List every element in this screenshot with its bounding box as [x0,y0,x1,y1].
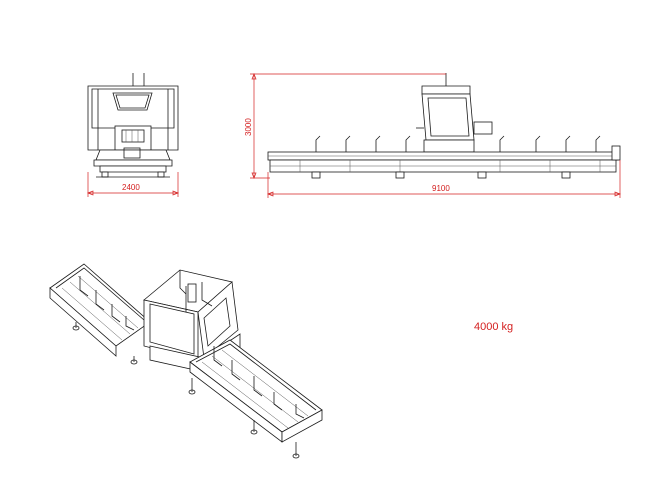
dimension-front-length: 9100 [267,160,621,198]
side-view [87,73,179,178]
isometric-view [49,263,323,459]
side-width-label: 2400 [122,183,140,192]
height-label: 3000 [244,118,253,136]
weight-label: 4000 kg [474,321,514,333]
front-view [267,73,621,179]
dimension-height: 3000 [244,73,446,179]
dimension-side-width: 2400 [87,172,179,197]
front-length-label: 9100 [432,184,450,193]
